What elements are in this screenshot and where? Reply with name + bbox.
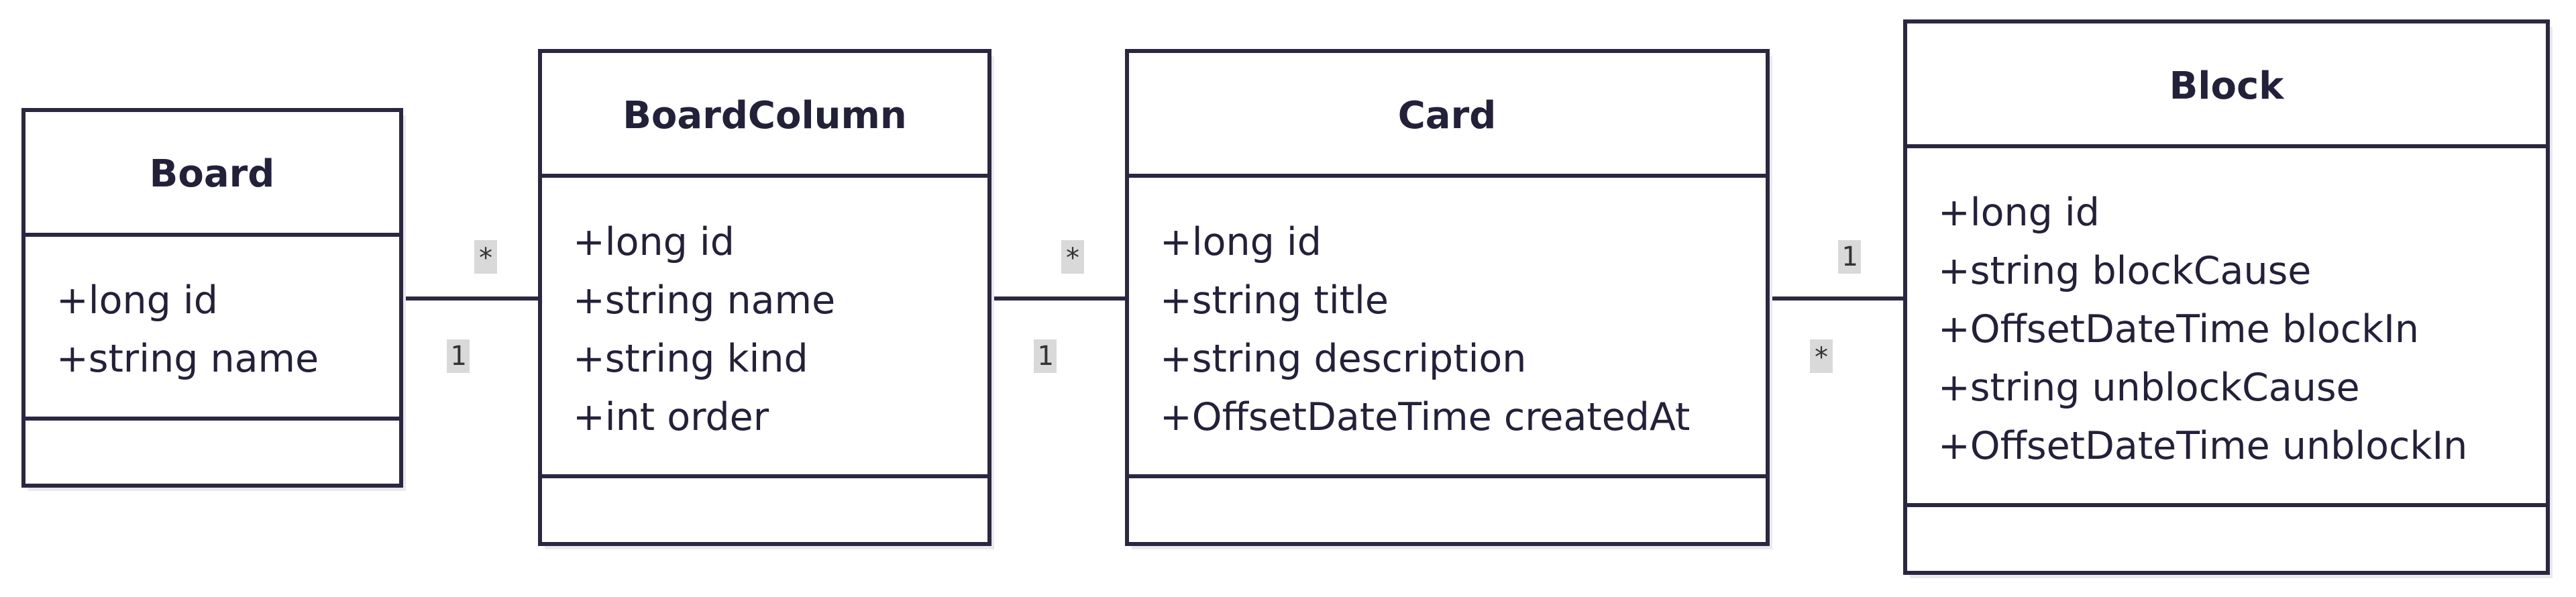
svg-text:1: 1 — [1841, 241, 1858, 272]
attribute: +string title — [1160, 278, 1389, 323]
svg-text:*: * — [478, 243, 494, 274]
attribute: +long id — [1938, 191, 2100, 235]
svg-text:1: 1 — [450, 341, 466, 372]
attribute: +int order — [573, 395, 769, 439]
attribute: +string kind — [573, 337, 808, 381]
svg-text:1: 1 — [1037, 341, 1053, 372]
attribute: +OffsetDateTime unblockIn — [1938, 424, 2467, 468]
class-board: Board +long id +string name — [21, 108, 406, 491]
attribute: +string unblockCause — [1938, 366, 2360, 410]
class-card-name: Card — [1398, 94, 1497, 138]
attribute: +string name — [573, 278, 835, 323]
svg-text:*: * — [1065, 243, 1081, 274]
attribute: +string description — [1160, 337, 1526, 381]
svg-text:*: * — [1813, 342, 1829, 373]
attribute: +OffsetDateTime blockIn — [1938, 307, 2419, 351]
attribute: +long id — [573, 220, 735, 264]
attribute: +string blockCause — [1938, 249, 2311, 293]
attribute: +OffsetDateTime createdAt — [1160, 395, 1690, 439]
multiplicity-block-side: 1 — [1838, 240, 1861, 274]
class-card: Card +long id +string title +string desc… — [1125, 49, 1772, 549]
class-block-name: Block — [2169, 64, 2286, 108]
multiplicity-board-side: 1 — [447, 339, 470, 373]
class-block: Block +long id +string blockCause +Offse… — [1903, 19, 2553, 578]
multiplicity-card-side: * — [1061, 240, 1084, 274]
multiplicity-card-to-block-side: * — [1810, 339, 1833, 373]
class-boardcolumn-name: BoardColumn — [623, 94, 907, 138]
attribute: +long id — [56, 278, 218, 323]
attribute: +string name — [56, 337, 319, 381]
class-board-name: Board — [150, 152, 275, 196]
multiplicity-boardcolumn-side: * — [474, 240, 497, 274]
multiplicity-boardcolumn-card-from: 1 — [1034, 339, 1057, 373]
attribute: +long id — [1160, 220, 1322, 264]
class-boardcolumn: BoardColumn +long id +string name +strin… — [538, 49, 994, 549]
